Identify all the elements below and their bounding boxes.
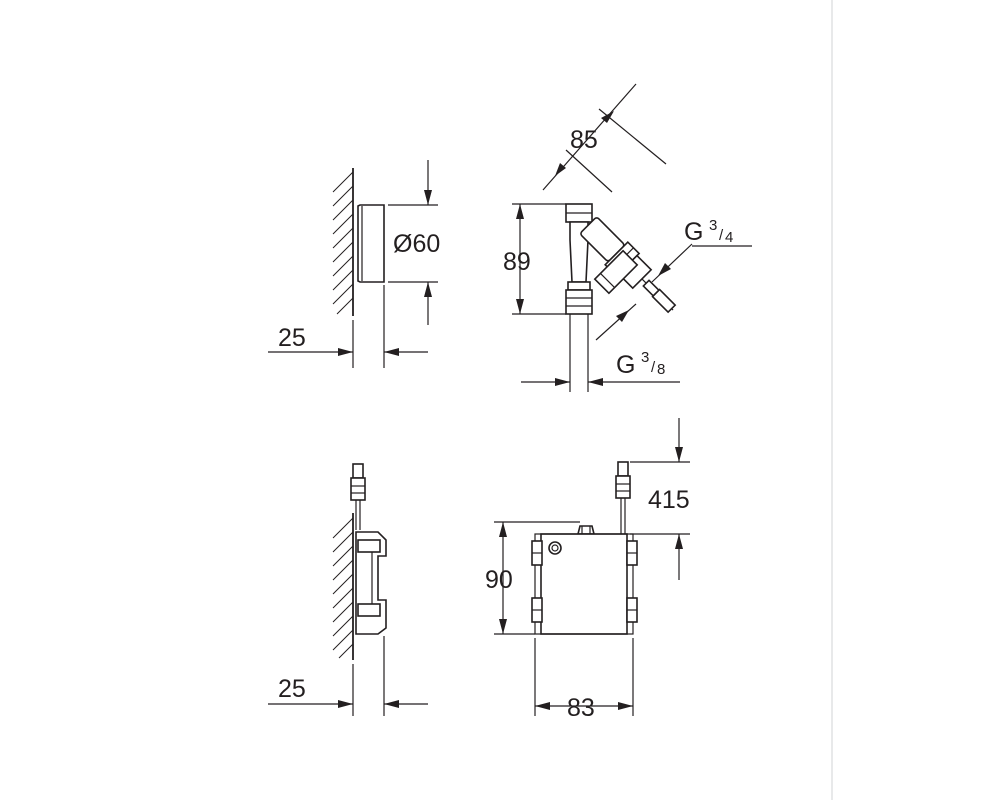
- wall-hatching-top: [332, 171, 354, 315]
- svg-text:/: /: [651, 359, 656, 376]
- thread-outlet-label: G 3 / 4: [684, 217, 733, 246]
- svg-text:3: 3: [709, 217, 717, 234]
- front-connector: [617, 461, 629, 477]
- cover-plate-side-view: Ø60 25: [268, 160, 440, 368]
- cover-plate: [357, 204, 385, 283]
- valve-bottom-ring: [567, 281, 591, 291]
- wall-depth-bottom-label: 25: [278, 675, 306, 703]
- svg-text:3: 3: [641, 349, 649, 366]
- thread-inlet-label: G 3 / 8: [616, 349, 665, 379]
- valve-bottom-nut: [565, 289, 593, 315]
- box-side-view: 25: [268, 463, 428, 716]
- box-width-label: 83: [567, 694, 595, 722]
- valve-height-label: 89: [503, 248, 531, 276]
- box-height-label: 90: [485, 566, 513, 594]
- svg-text:G: G: [684, 218, 703, 246]
- svg-text:/: /: [719, 227, 724, 244]
- valve-view: 89 85 G 3 / 4 G 3 / 8: [503, 83, 752, 392]
- wall-hatching-bottom: [332, 517, 354, 659]
- box-screw: [548, 541, 562, 555]
- svg-text:G: G: [616, 351, 635, 379]
- valve-branch: [580, 217, 677, 314]
- side-connector: [352, 463, 364, 479]
- cable-length-label: 415: [648, 486, 690, 514]
- wall-depth-top-label: 25: [278, 324, 306, 352]
- valve-angle-length-label: 85: [570, 126, 598, 154]
- box-front-view: 415 90 83: [485, 418, 690, 722]
- diameter-label: Ø60: [393, 230, 440, 258]
- svg-text:4: 4: [725, 229, 733, 246]
- valve-outlet: [593, 249, 639, 295]
- svg-text:8: 8: [657, 361, 665, 378]
- cable-gland: [576, 525, 596, 535]
